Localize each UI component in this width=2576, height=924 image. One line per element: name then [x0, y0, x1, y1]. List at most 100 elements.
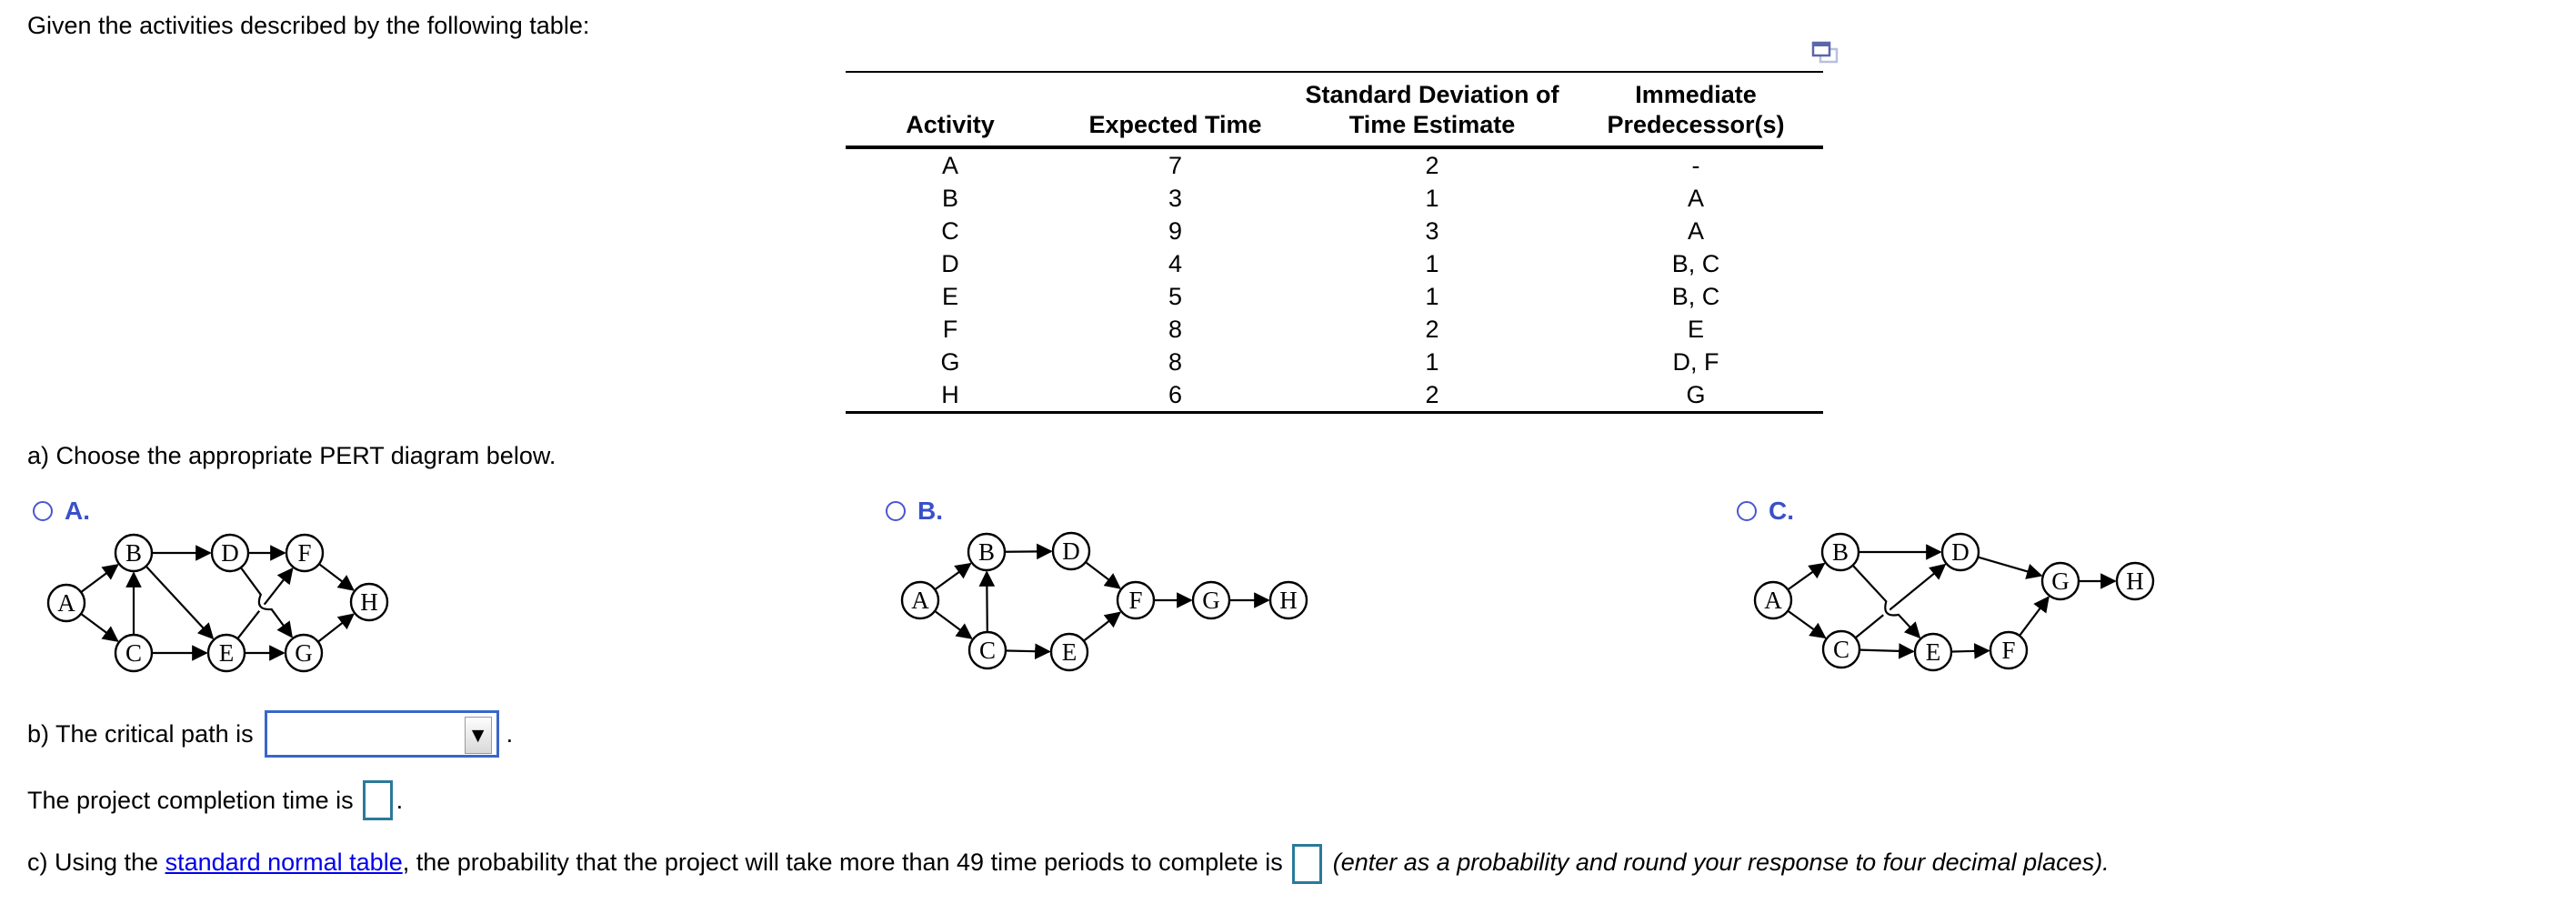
- pert-node-H: H: [349, 582, 389, 622]
- pert-node-E: E: [1049, 632, 1089, 672]
- standard-normal-table-link[interactable]: standard normal table: [165, 849, 403, 876]
- part-a-prompt: a) Choose the appropriate PERT diagram b…: [27, 442, 556, 469]
- cell-activity: A: [941, 152, 958, 179]
- edge-B-E: [145, 566, 215, 640]
- cell-std-dev: 1: [1425, 185, 1439, 212]
- svg-text:B: B: [125, 539, 142, 567]
- edge-E-F: [1951, 643, 1990, 659]
- svg-text:H: H: [2126, 567, 2144, 595]
- option-b: B.: [886, 497, 943, 525]
- cell-activity: D: [941, 250, 959, 277]
- edge-F-H: [319, 563, 355, 591]
- edge-D-G: [1978, 556, 2043, 579]
- col-header-activity: Activity: [846, 72, 1055, 149]
- activity-table: Activity Expected Time Standard Deviatio…: [846, 71, 1823, 414]
- svg-text:D: D: [221, 539, 239, 567]
- cell-predecessors: E: [1687, 316, 1704, 343]
- cell-expected-time: 8: [1168, 316, 1183, 343]
- activity-table-container: Activity Expected Time Standard Deviatio…: [846, 71, 1823, 414]
- cell-std-dev: 2: [1425, 381, 1439, 408]
- option-b-label: B.: [917, 497, 943, 525]
- svg-text:F: F: [2001, 637, 2015, 664]
- pert-node-A: A: [46, 583, 86, 623]
- edge-A-B: [935, 562, 972, 590]
- completion-time-label: The project completion time is: [27, 786, 354, 814]
- svg-text:B: B: [978, 538, 995, 566]
- cell-activity: F: [942, 316, 958, 343]
- dropdown-caret-button[interactable]: ▼: [464, 717, 492, 754]
- completion-time-period: .: [396, 786, 404, 814]
- pert-node-B: B: [114, 533, 154, 573]
- edge-B-D: [1005, 543, 1053, 560]
- part-b-label: b) The critical path is: [27, 719, 254, 748]
- svg-text:A: A: [911, 587, 929, 614]
- cell-std-dev: 1: [1425, 348, 1439, 376]
- option-c: C.: [1737, 497, 1794, 525]
- svg-text:E: E: [1062, 638, 1078, 666]
- cell-predecessors: A: [1687, 185, 1704, 212]
- svg-text:D: D: [1062, 537, 1080, 565]
- svg-text:A: A: [57, 589, 75, 617]
- completion-time-input[interactable]: [362, 780, 393, 820]
- pert-diagram-option-a: A B C D E F G H: [46, 533, 389, 673]
- cell-activity: G: [940, 348, 960, 376]
- table-row: A 7 2 -: [846, 147, 1823, 182]
- edge-F-G: [2019, 596, 2050, 636]
- pert-node-H: H: [1268, 580, 1308, 620]
- svg-text:H: H: [360, 588, 378, 616]
- probability-input[interactable]: [1291, 843, 1322, 884]
- pert-node-E: E: [1913, 632, 1953, 672]
- copy-icon[interactable]: [1810, 40, 1839, 72]
- cell-activity: C: [941, 217, 959, 245]
- edge-D-G: [240, 567, 293, 638]
- cell-expected-time: 7: [1168, 152, 1183, 179]
- cell-predecessors: B, C: [1671, 250, 1720, 277]
- radio-option-b[interactable]: [886, 501, 906, 521]
- cell-expected-time: 6: [1168, 381, 1183, 408]
- svg-text:G: G: [295, 639, 313, 667]
- edge-C-E: [1859, 643, 1915, 659]
- pert-node-D: D: [1051, 531, 1091, 571]
- svg-text:G: G: [2051, 567, 2070, 595]
- cell-predecessors: -: [1691, 152, 1700, 179]
- pert-node-A: A: [1753, 580, 1793, 620]
- edge-A-C: [81, 613, 119, 642]
- cell-predecessors: D, F: [1672, 348, 1719, 376]
- pert-node-B: B: [967, 532, 1007, 572]
- pert-node-C: C: [114, 633, 154, 673]
- cell-std-dev: 2: [1425, 316, 1439, 343]
- pert-node-C: C: [967, 630, 1007, 670]
- col-header-expected-time: Expected Time: [1055, 72, 1296, 149]
- cell-std-dev: 2: [1425, 152, 1439, 179]
- copy-icon-glyph: [1811, 41, 1839, 64]
- edge-C-E: [1006, 643, 1051, 659]
- svg-text:F: F: [297, 539, 311, 567]
- option-a-label: A.: [65, 497, 90, 525]
- edge-A-B: [81, 564, 119, 593]
- caret-down-icon: ▼: [467, 723, 488, 747]
- edge-E-F: [237, 567, 294, 639]
- svg-text:C: C: [979, 637, 996, 664]
- pert-node-D: D: [1940, 532, 1980, 572]
- critical-path-dropdown[interactable]: ▼: [264, 710, 499, 758]
- svg-text:E: E: [1926, 638, 1941, 666]
- cell-predecessors: A: [1687, 217, 1704, 245]
- svg-text:A: A: [1764, 587, 1782, 614]
- part-b-row: b) The critical path is ▼ .: [27, 708, 513, 759]
- intro-text: Given the activities described by the fo…: [27, 12, 590, 39]
- radio-option-a[interactable]: [33, 501, 53, 521]
- activity-table-header: Activity Expected Time Standard Deviatio…: [846, 72, 1823, 149]
- edge-B-E: [1852, 565, 1921, 639]
- cell-expected-time: 3: [1168, 185, 1183, 212]
- radio-option-c[interactable]: [1737, 501, 1757, 521]
- svg-text:E: E: [219, 639, 235, 667]
